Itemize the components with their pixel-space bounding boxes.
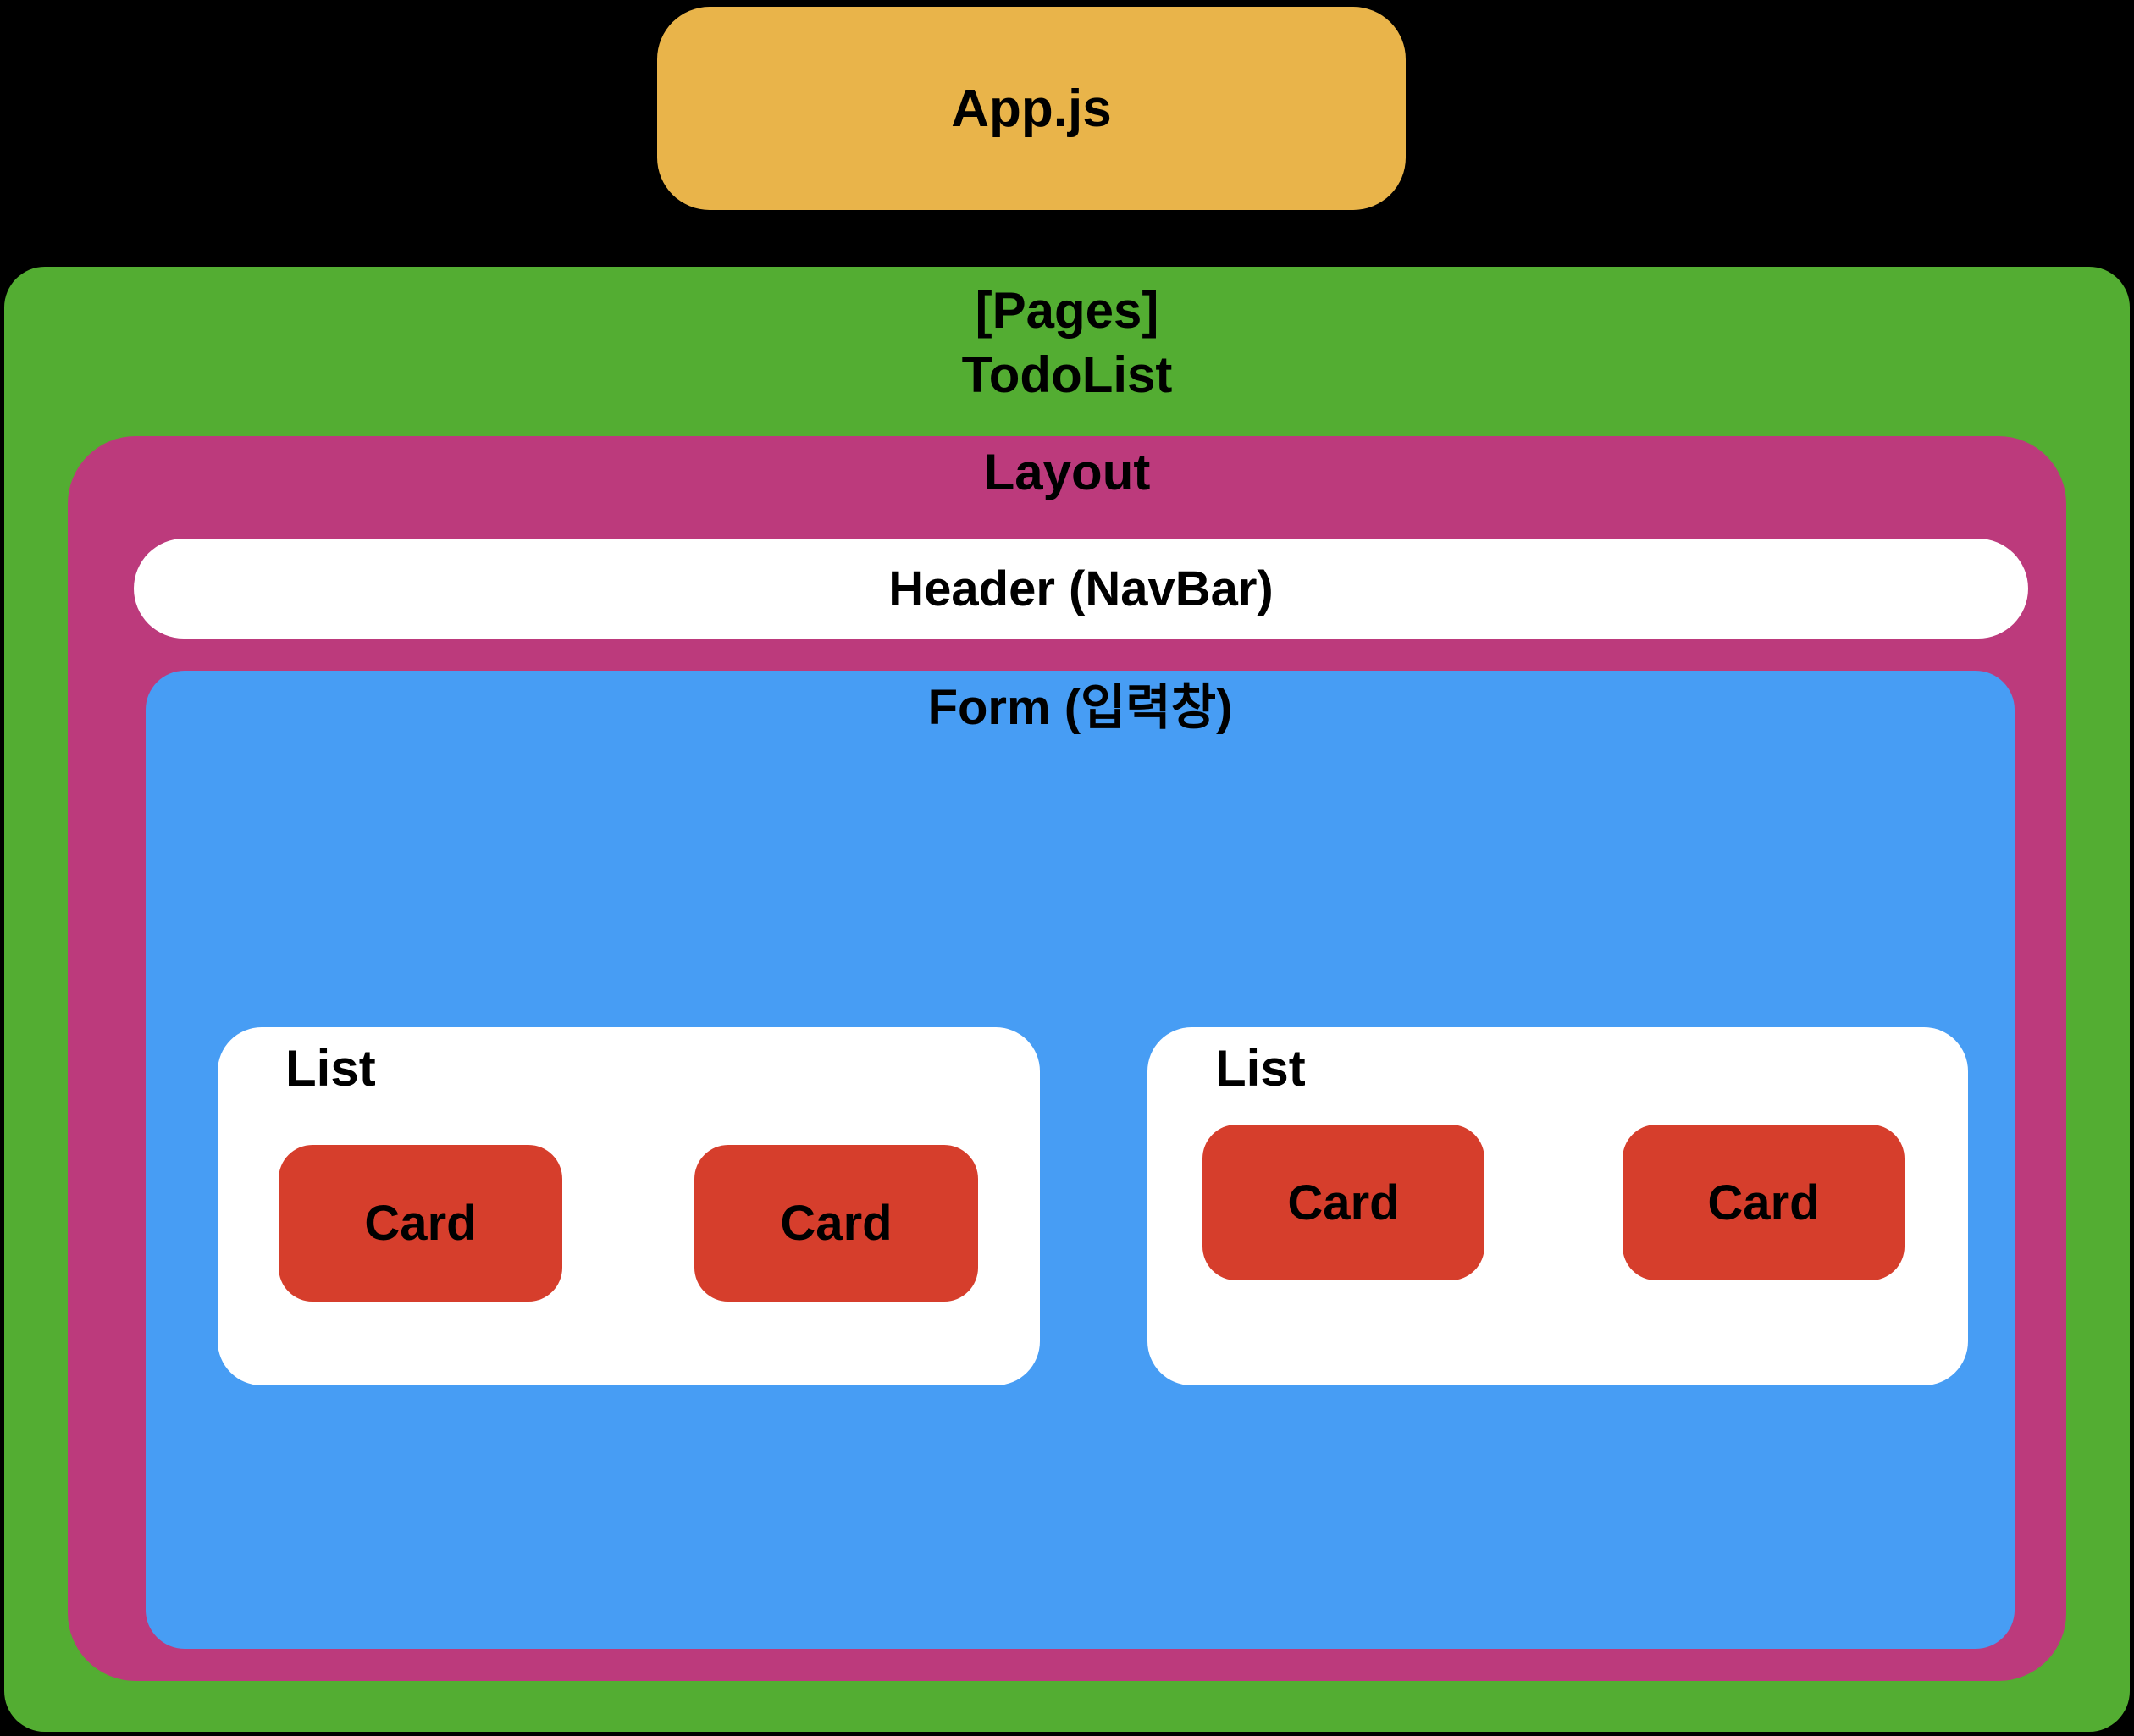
app-js-label: App.js — [951, 79, 1112, 138]
card-label: Card — [780, 1196, 893, 1251]
layout-container: Layout Header (NavBar) Form (입력창) List C… — [68, 436, 2066, 1681]
card-box: Card — [279, 1145, 562, 1302]
card-label: Card — [1287, 1175, 1400, 1230]
card-box: Card — [1202, 1125, 1484, 1280]
list-box-right: List Card Card — [1147, 1027, 1968, 1385]
pages-title: [Pages] TodoList — [4, 267, 2130, 407]
card-label: Card — [1707, 1175, 1820, 1230]
header-navbar-box: Header (NavBar) — [134, 539, 2028, 639]
header-navbar-label: Header (NavBar) — [888, 561, 1274, 616]
card-box: Card — [1623, 1125, 1905, 1280]
list-label-right: List — [1215, 1040, 1306, 1097]
form-label: Form (입력창) — [927, 680, 1233, 735]
card-box: Card — [694, 1145, 978, 1302]
form-container: Form (입력창) List Card Card List Card — [146, 671, 2015, 1649]
layout-label: Layout — [983, 444, 1151, 500]
list-label-left: List — [285, 1040, 376, 1097]
pages-label-line1: [Pages] — [975, 282, 1159, 339]
pages-container: [Pages] TodoList Layout Header (NavBar) … — [4, 267, 2130, 1732]
app-js-box: App.js — [657, 7, 1406, 210]
pages-label-line2: TodoList — [961, 346, 1173, 403]
card-label: Card — [364, 1196, 477, 1251]
list-box-left: List Card Card — [218, 1027, 1040, 1385]
